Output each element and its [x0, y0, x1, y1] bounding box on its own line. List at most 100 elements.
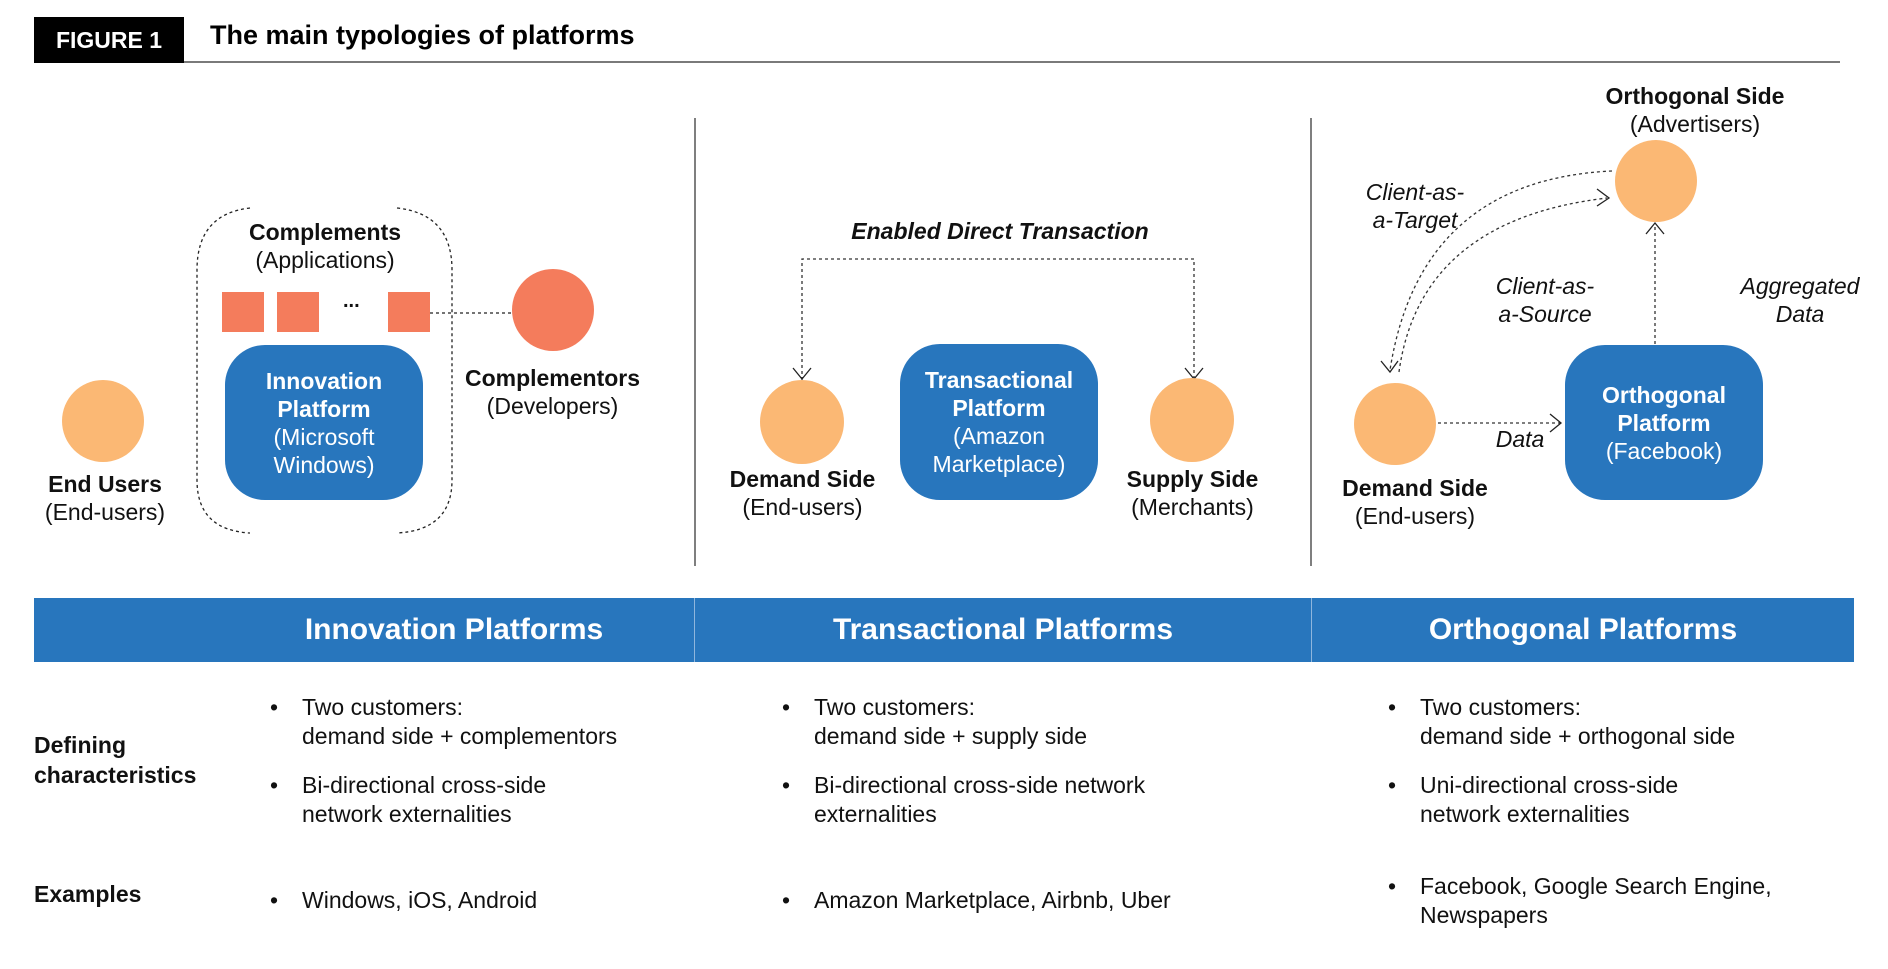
- end-users-title: End Users: [48, 471, 162, 497]
- complements-subtitle: (Applications): [255, 247, 395, 273]
- bullet-icon: •: [782, 887, 791, 913]
- aggregated-data-line: Aggregated: [1740, 273, 1860, 299]
- innovation-platform-example: (Microsoft: [273, 423, 375, 450]
- direct-transaction-arrow: [801, 258, 1195, 380]
- orthogonal-demand-side-subtitle: (End-users): [1354, 503, 1476, 529]
- list-item: • Two customers: demand side + supply si…: [782, 693, 1145, 751]
- list-item-text: demand side + supply side: [814, 723, 1087, 749]
- figure-tag: FIGURE 1: [34, 17, 184, 63]
- orthogonal-side-node: [1615, 140, 1697, 222]
- bullet-icon: •: [270, 887, 279, 913]
- bullet-icon: •: [270, 694, 279, 720]
- list-item-text: Facebook, Google Search Engine,: [1420, 873, 1772, 899]
- complements-ellipsis: ...: [343, 290, 360, 312]
- list-item-text: demand side + complementors: [302, 723, 618, 749]
- row-label-examples: Examples: [34, 881, 142, 907]
- demand-side-label: Demand Side (End-users): [710, 465, 895, 521]
- list-item-text: Uni-directional cross-side: [1420, 772, 1679, 798]
- complements-title: Complements: [248, 219, 402, 245]
- list-item: • Uni-directional cross-side network ext…: [1388, 771, 1735, 829]
- innovation-defining-list: • Two customers: demand side + complemen…: [270, 693, 617, 849]
- client-as-source-line: Client-as-: [1495, 273, 1595, 299]
- end-users-subtitle: (End-users): [44, 499, 166, 525]
- complement-app-square: [222, 292, 264, 332]
- list-item-text: Newspapers: [1420, 902, 1548, 928]
- client-as-source-arrow: [1398, 197, 1608, 373]
- column-divider: [1311, 598, 1312, 662]
- row-label-line: characteristics: [34, 762, 197, 788]
- list-item-text: Bi-directional cross-side: [302, 772, 547, 798]
- orthogonal-side-title: Orthogonal Side: [1605, 83, 1785, 109]
- orthogonal-platform-node: Orthogonal Platform (Facebook): [1565, 345, 1763, 500]
- column-header-innovation: Innovation Platforms: [304, 613, 604, 646]
- transactional-examples-list: • Amazon Marketplace, Airbnb, Uber: [782, 886, 1171, 935]
- demand-side-title: Demand Side: [729, 466, 876, 492]
- client-as-target-label: Client-as- a-Target: [1340, 178, 1490, 234]
- transactional-platform-node: Transactional Platform (Amazon Marketpla…: [900, 344, 1098, 500]
- aggregated-data-line: Data: [1775, 301, 1825, 327]
- supply-side-subtitle: (Merchants): [1131, 494, 1254, 520]
- transactional-platform-title: Platform: [952, 395, 1046, 421]
- arrowhead-icon: [792, 367, 812, 381]
- list-item-text: network externalities: [302, 801, 512, 827]
- bullet-icon: •: [270, 772, 279, 798]
- complements-group-outline: [196, 207, 251, 534]
- arrowhead-icon: [1380, 360, 1399, 374]
- orthogonal-platform-example: (Facebook): [1605, 437, 1723, 464]
- orthogonal-examples-list: • Facebook, Google Search Engine, Newspa…: [1388, 872, 1772, 950]
- row-label-defining: Defining characteristics: [34, 730, 196, 790]
- table-header-band: Innovation Platforms Transactional Platf…: [34, 598, 1854, 662]
- arrowhead-icon: [1596, 188, 1611, 207]
- list-item-text: Windows, iOS, Android: [302, 887, 538, 913]
- arrowhead-icon: [1549, 413, 1563, 433]
- complements-group-outline: [396, 207, 453, 534]
- section-divider: [694, 118, 696, 566]
- client-as-target-line: a-Target: [1372, 207, 1458, 233]
- list-item-text: Two customers:: [1420, 694, 1582, 720]
- row-label-line: Defining: [34, 732, 126, 758]
- end-users-label: End Users (End-users): [20, 470, 190, 526]
- direct-transaction-label: Enabled Direct Transaction: [851, 218, 1149, 244]
- end-users-node: [62, 380, 144, 462]
- list-item: • Facebook, Google Search Engine, Newspa…: [1388, 872, 1772, 930]
- complement-app-square: [388, 292, 430, 332]
- client-as-target-line: Client-as-: [1365, 179, 1465, 205]
- transactional-defining-list: • Two customers: demand side + supply si…: [782, 693, 1145, 849]
- innovation-platform-node: Innovation Platform (Microsoft Windows): [225, 345, 423, 500]
- bullet-icon: •: [782, 694, 791, 720]
- list-item: • Bi-directional cross-side network exte…: [782, 771, 1145, 829]
- transactional-platform-example: (Amazon: [952, 423, 1046, 449]
- list-item: • Bi-directional cross-side network exte…: [270, 771, 617, 829]
- list-item: • Two customers: demand side + orthogona…: [1388, 693, 1735, 751]
- orthogonal-platform-title: Platform: [1617, 409, 1711, 436]
- supply-side-label: Supply Side (Merchants): [1100, 465, 1285, 521]
- column-header-orthogonal: Orthogonal Platforms: [1428, 613, 1738, 646]
- complementors-subtitle: (Developers): [486, 393, 619, 419]
- list-item-text: Amazon Marketplace, Airbnb, Uber: [814, 887, 1171, 913]
- bullet-icon: •: [782, 772, 791, 798]
- demand-side-subtitle: (End-users): [742, 494, 863, 520]
- complements-label: Complements (Applications): [220, 218, 430, 274]
- client-as-source-label: Client-as- a-Source: [1470, 272, 1620, 328]
- innovation-platform-title: Innovation: [265, 367, 383, 394]
- complementors-title: Complementors: [464, 365, 641, 391]
- complement-app-square: [277, 292, 319, 332]
- list-item-text: Two customers:: [814, 694, 976, 720]
- supply-side-title: Supply Side: [1126, 466, 1259, 492]
- arrowhead-icon: [1645, 221, 1665, 235]
- orthogonal-side-subtitle: (Advertisers): [1629, 111, 1761, 137]
- aggregated-data-label: Aggregated Data: [1720, 272, 1880, 328]
- transactional-platform-example: Marketplace): [932, 451, 1066, 477]
- supply-side-node: [1150, 378, 1234, 462]
- client-as-source-line: a-Source: [1498, 301, 1592, 327]
- section-divider: [1310, 118, 1312, 566]
- list-item-text: externalities: [814, 801, 937, 827]
- bullet-icon: •: [1388, 772, 1397, 798]
- bullet-icon: •: [1388, 873, 1397, 899]
- orthogonal-platform-title: Orthogonal: [1602, 381, 1726, 408]
- complementors-node: [512, 269, 594, 351]
- data-flow-label: Data: [1495, 426, 1545, 452]
- list-item: • Windows, iOS, Android: [270, 886, 537, 915]
- innovation-platform-example: Windows): [273, 451, 375, 478]
- innovation-examples-list: • Windows, iOS, Android: [270, 886, 537, 935]
